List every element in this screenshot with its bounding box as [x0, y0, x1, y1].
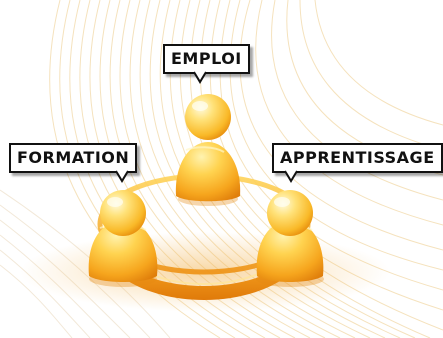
callout-emploi: EMPLOI — [163, 44, 250, 84]
label-apprentissage: APPRENTISSAGE — [272, 143, 443, 173]
person-icon — [175, 94, 241, 206]
callout-pointer — [115, 170, 129, 183]
person-icon — [88, 190, 158, 287]
callout-pointer — [284, 170, 298, 183]
callout-apprentissage: APPRENTISSAGE — [272, 143, 443, 183]
callout-formation: FORMATION — [9, 143, 138, 183]
callout-pointer — [193, 71, 207, 84]
label-formation: FORMATION — [9, 143, 138, 173]
person-icon — [256, 190, 324, 287]
label-emploi: EMPLOI — [163, 44, 250, 74]
